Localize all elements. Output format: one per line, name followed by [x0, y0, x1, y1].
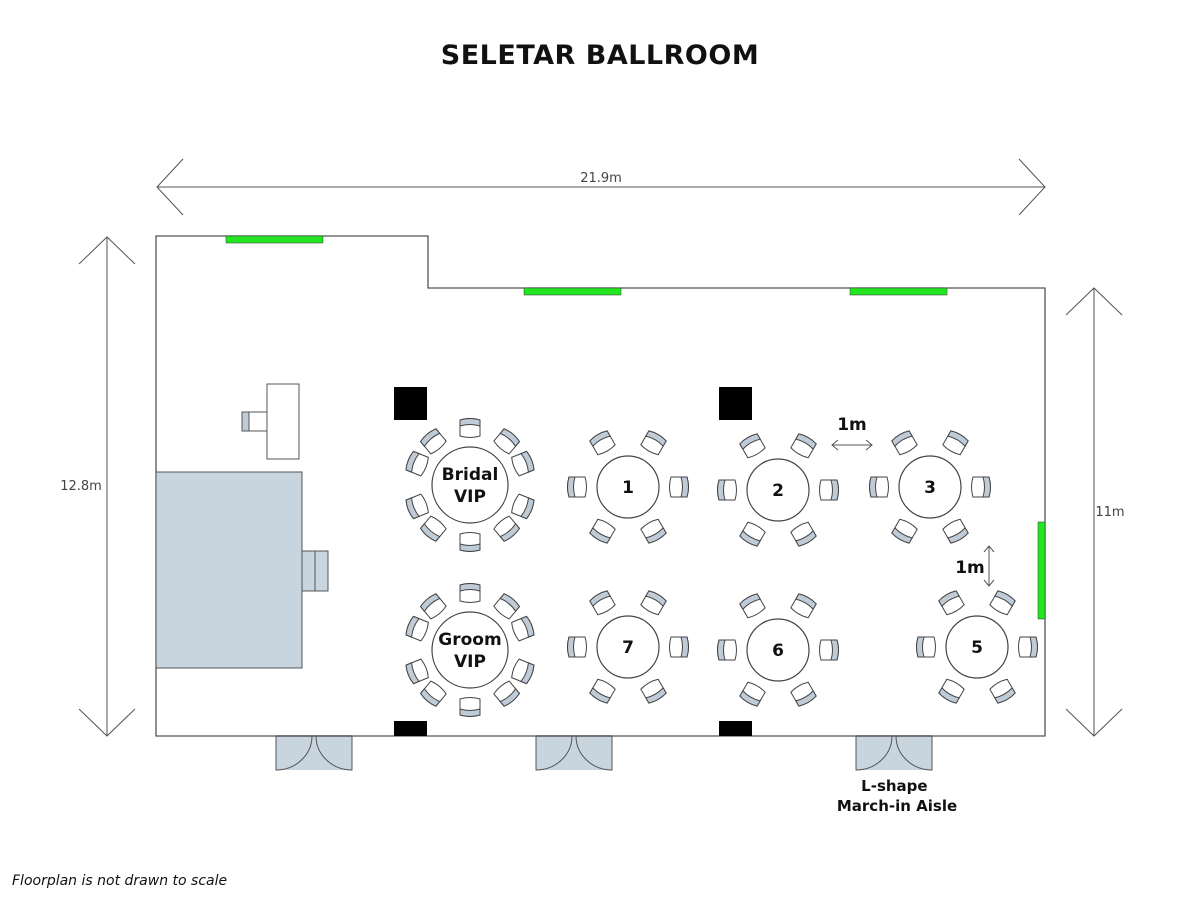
round-table: [596, 615, 660, 679]
table-2: 2: [717, 432, 839, 548]
round-table: [746, 458, 810, 522]
wall-feature-green: [849, 287, 948, 296]
chair: [459, 583, 481, 603]
chair: [459, 532, 481, 552]
round-table: [898, 455, 962, 519]
chair: [669, 636, 689, 658]
width-label: 21.9m: [580, 171, 622, 186]
chair: [971, 476, 991, 498]
stage-steps: [301, 550, 329, 592]
round-table: [596, 455, 660, 519]
footnote: Floorplan is not drawn to scale: [12, 873, 228, 889]
chair: [916, 636, 936, 658]
pillar: [719, 387, 752, 420]
chair: [717, 639, 737, 661]
chair: [567, 476, 587, 498]
table-label: 3: [924, 478, 936, 498]
table-label: 2: [772, 481, 784, 501]
spacing-label-vertical: 1m: [955, 558, 985, 578]
chair: [1018, 636, 1038, 658]
pillar: [719, 721, 752, 736]
table-5: 5: [916, 589, 1038, 705]
podium: [266, 383, 300, 460]
table-label: 6: [772, 641, 784, 661]
wall-feature-green: [225, 235, 324, 244]
wall-feature-green: [523, 287, 622, 296]
door: [855, 735, 933, 771]
table-1: 1: [567, 429, 689, 545]
spacing-marker-vertical: 1m: [955, 545, 995, 587]
width-dimension: 21.9m: [156, 158, 1046, 216]
round-table: [431, 611, 509, 689]
chair: [567, 636, 587, 658]
page-title: SELETAR BALLROOM: [440, 40, 760, 71]
door: [535, 735, 613, 771]
round-table: [945, 615, 1009, 679]
stage: [155, 471, 303, 669]
chair: [459, 418, 481, 438]
spacing-label-horizontal: 1m: [837, 415, 867, 435]
table-6: 6: [717, 592, 839, 708]
chair: [819, 639, 839, 661]
chair: [669, 476, 689, 498]
door: [275, 735, 353, 771]
spacing-marker-horizontal: 1m: [831, 415, 873, 451]
podium-chair: [241, 411, 268, 432]
round-table: [746, 618, 810, 682]
chair: [459, 697, 481, 717]
table-label: 1: [622, 478, 634, 498]
chair: [819, 479, 839, 501]
table-3: 3: [869, 429, 991, 545]
right-height-label: 11m: [1095, 505, 1124, 520]
round-table: [431, 446, 509, 524]
left-height-label: 12.8m: [60, 479, 102, 494]
chair: [717, 479, 737, 501]
table-label: 5: [971, 638, 983, 658]
pillar: [394, 387, 427, 420]
wall-feature-green: [1037, 521, 1046, 620]
table-7: 7: [567, 589, 689, 705]
right-height-dimension: 11m: [1065, 287, 1125, 737]
table-label: 7: [622, 638, 634, 658]
pillar: [394, 721, 427, 736]
left-height-dimension: 12.8m: [60, 236, 136, 737]
aisle-label: L-shape March-in Aisle: [837, 777, 957, 815]
chair: [869, 476, 889, 498]
